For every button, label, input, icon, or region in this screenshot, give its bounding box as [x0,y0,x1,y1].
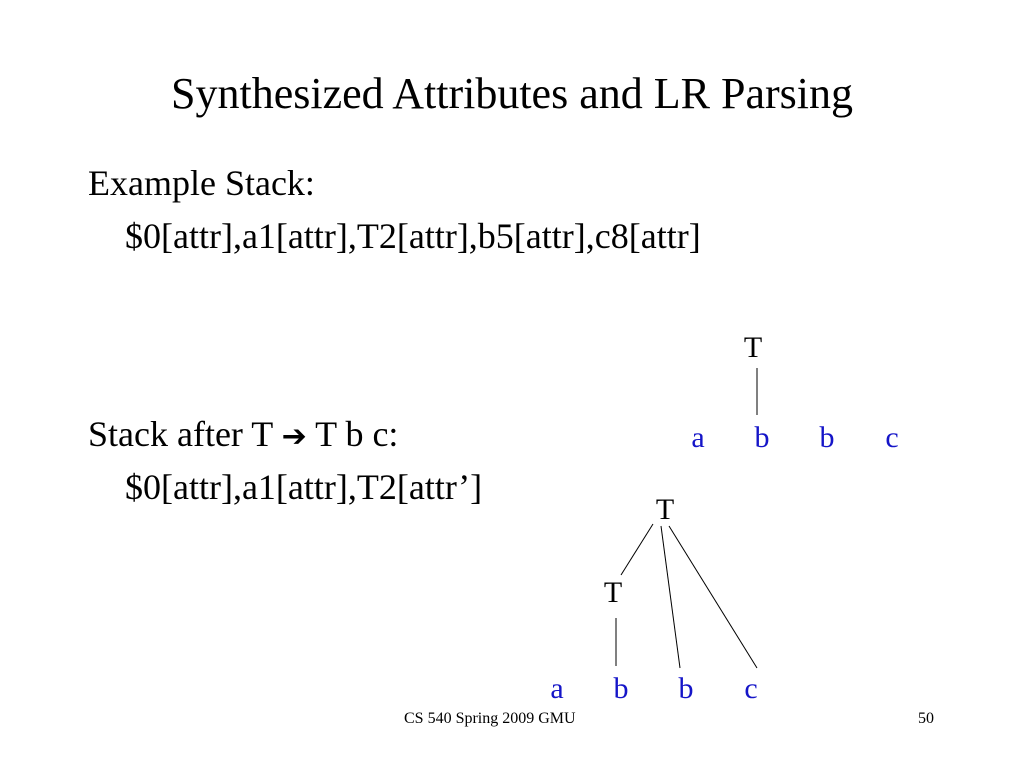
stack-after-prefix: Stack after T [88,414,273,454]
stack-after-suffix: T b c: [315,414,399,454]
slide-title: Synthesized Attributes and LR Parsing [171,69,853,118]
tree-after-root: T [656,493,674,526]
tree-after-edge-c [668,525,758,669]
example-stack-label: Example Stack: [88,163,315,203]
tree-after-leaf-b1: b [614,672,629,705]
tree-after-leaf-a: a [550,672,563,705]
tree-before-root: T [744,331,762,364]
tree-after-edge-t [620,523,654,576]
stack-after-value: $0[attr],a1[attr],T2[attr’] [125,467,483,507]
example-stack-value: $0[attr],a1[attr],T2[attr],b5[attr],c8[a… [125,216,701,256]
stack-after-heading: Stack after T ➔ T b c: [88,412,398,459]
tree-after-leaf-c: c [744,672,757,705]
tree-after-leaf-b2: b [679,672,694,705]
tree-before-leaf-b1: b [755,421,770,454]
tree-before-leaf-a: a [691,421,704,454]
tree-before: T a b b c [691,331,898,454]
footer-course: CS 540 Spring 2009 GMU [404,710,576,727]
tree-after: T T a b b c [550,493,757,705]
footer-page-number: 50 [918,710,934,727]
tree-before-leaf-c: c [885,421,898,454]
tree-after-edge-b [660,525,681,669]
tree-after-child: T [604,576,622,609]
tree-before-leaf-b2: b [820,421,835,454]
right-arrow-icon: ➔ [281,419,307,454]
